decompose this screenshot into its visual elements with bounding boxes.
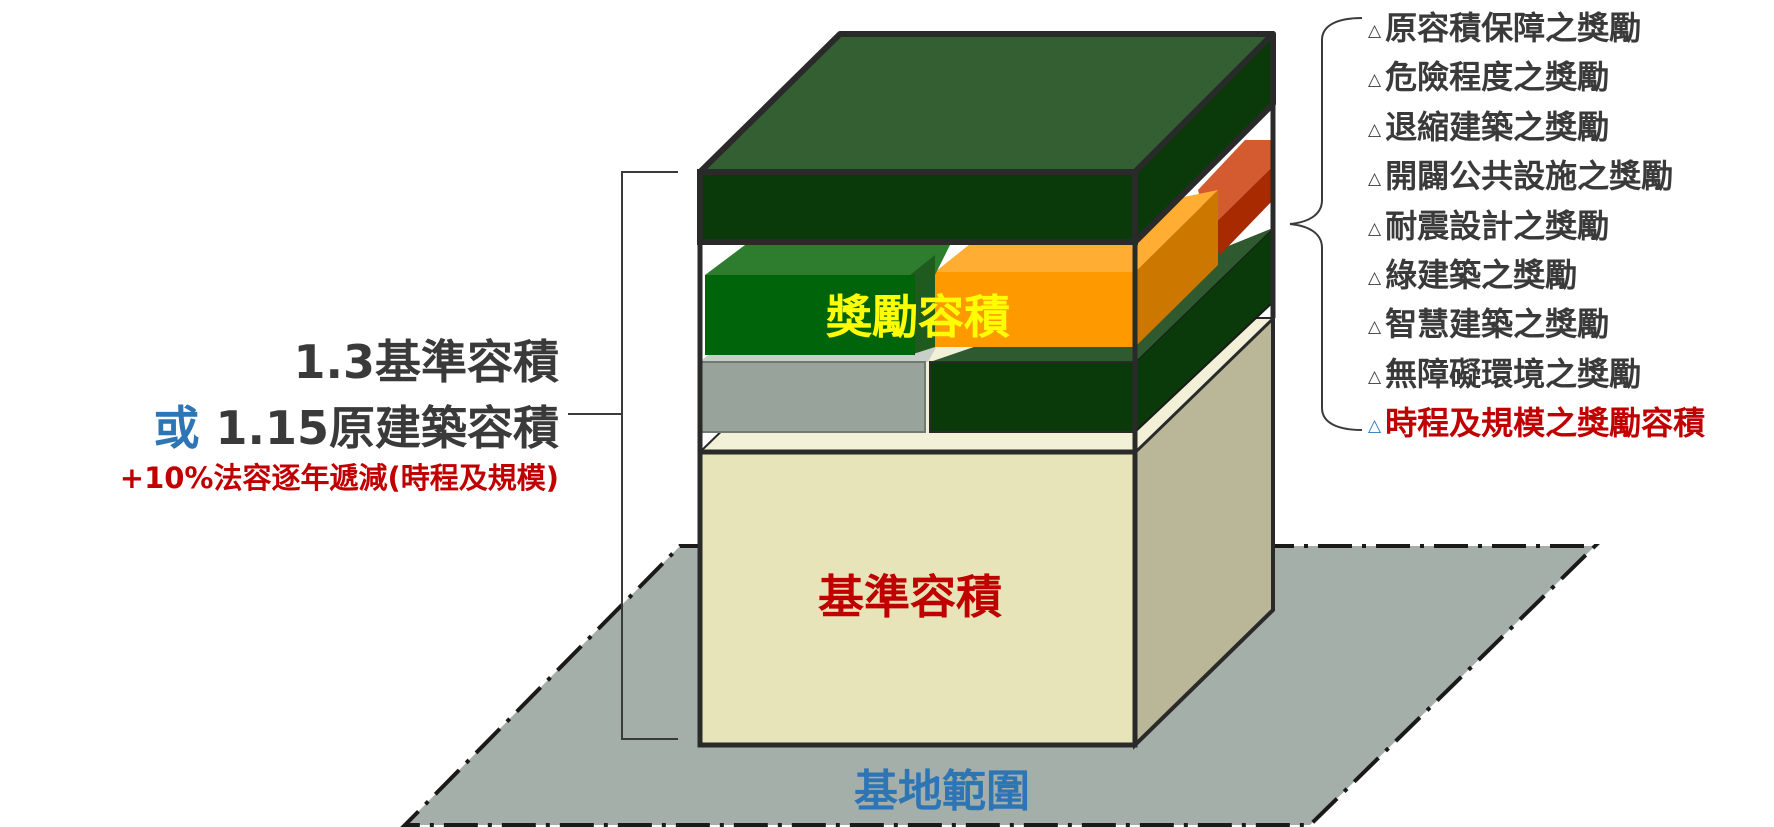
site-range-label: 基地範圍 bbox=[854, 766, 1030, 817]
bonus-item-text: 退縮建築之獎勵 bbox=[1385, 107, 1610, 146]
building-outline bbox=[697, 104, 1276, 452]
bonus-item: △綠建築之獎勵 bbox=[1368, 251, 1705, 300]
triangle-icon: △ bbox=[1368, 317, 1382, 338]
bonus-item-text: 原容積保障之獎勵 bbox=[1385, 9, 1642, 47]
bonus-item: △智慧建築之獎勵 bbox=[1368, 300, 1705, 349]
bonus-item-text: 耐震設計之獎勵 bbox=[1385, 206, 1610, 245]
base-volume-label: 基準容積 bbox=[818, 570, 1002, 624]
bonus-curly-brace bbox=[1289, 17, 1363, 431]
top-green-slab bbox=[697, 31, 1276, 245]
formula-line-original: 或 1.15原建築容積 bbox=[153, 392, 559, 458]
triangle-icon: △ bbox=[1368, 416, 1382, 437]
bonus-item-text: 危險程度之獎勵 bbox=[1385, 58, 1610, 97]
triangle-icon: △ bbox=[1368, 366, 1382, 387]
bonus-item-text: 開闢公共設施之獎勵 bbox=[1385, 157, 1674, 196]
bonus-item-text: 無障礙環境之獎勵 bbox=[1385, 354, 1642, 393]
formula-original-volume: 1.15原建築容積 bbox=[199, 401, 559, 455]
triangle-icon: △ bbox=[1368, 70, 1382, 91]
bonus-item: △原容積保障之獎勵 bbox=[1368, 4, 1705, 53]
height-bracket bbox=[568, 171, 678, 740]
formula-line-base: 1.3基準容積 bbox=[293, 335, 560, 389]
bonus-item-text: 綠建築之獎勵 bbox=[1385, 255, 1578, 294]
formula-line-timing: +10%法容逐年遞減(時程及規模) bbox=[119, 461, 559, 495]
bonus-item-text: 時程及規模之獎勵容積 bbox=[1385, 404, 1706, 443]
bonus-item: △耐震設計之獎勵 bbox=[1368, 202, 1705, 251]
bonus-item: △危險程度之獎勵 bbox=[1368, 53, 1705, 102]
triangle-icon: △ bbox=[1368, 267, 1382, 288]
bonus-volume-label: 獎勵容積 bbox=[826, 290, 1010, 344]
bonus-layer-middle bbox=[705, 140, 1273, 355]
triangle-icon: △ bbox=[1368, 21, 1382, 41]
bonus-item: △退縮建築之獎勵 bbox=[1368, 103, 1705, 152]
bonus-items-list: △原容積保障之獎勵 △危險程度之獎勵 △退縮建築之獎勵 △開闢公共設施之獎勵 △… bbox=[1368, 4, 1705, 449]
triangle-icon: △ bbox=[1368, 119, 1382, 140]
triangle-icon: △ bbox=[1368, 218, 1382, 239]
triangle-icon: △ bbox=[1368, 169, 1382, 190]
bonus-item: △開闢公共設施之獎勵 bbox=[1368, 152, 1705, 201]
formula-or: 或 bbox=[153, 401, 200, 455]
bonus-item: △無障礙環境之獎勵 bbox=[1368, 350, 1705, 399]
bonus-item-timing: △時程及規模之獎勵容積 bbox=[1368, 399, 1705, 448]
bonus-item-text: 智慧建築之獎勵 bbox=[1385, 305, 1610, 344]
